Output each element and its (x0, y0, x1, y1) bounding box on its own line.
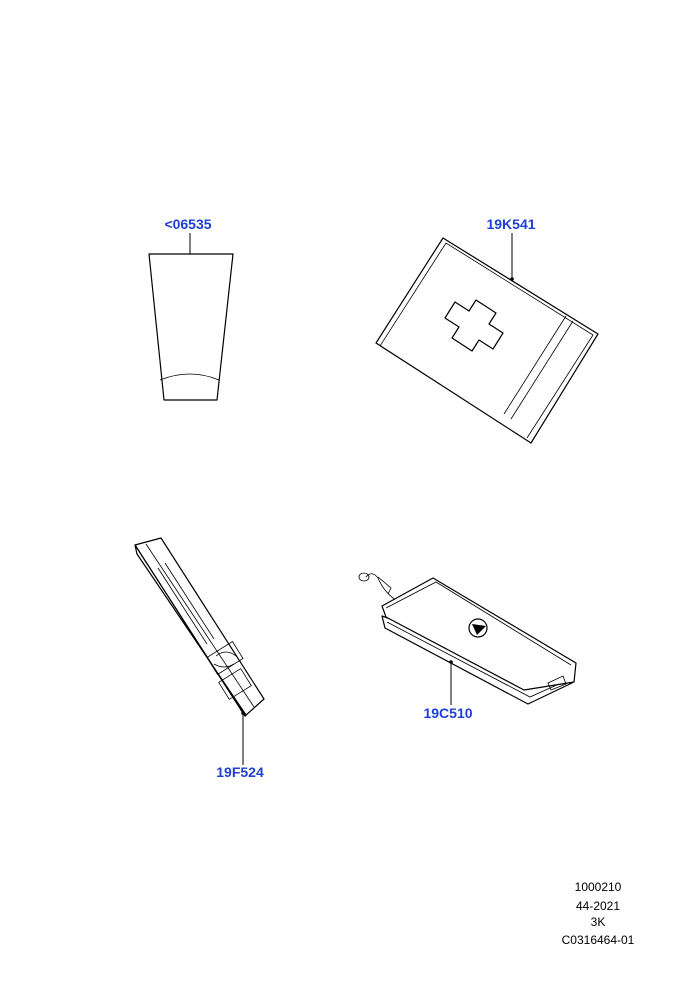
warning-light-part: 19F524 (134, 537, 265, 780)
warning-light-switch-detail (213, 651, 237, 668)
warning-triangle-part-number[interactable]: 19C510 (423, 705, 472, 721)
tube-body (148, 253, 234, 401)
reference-line-3: 3K (591, 915, 606, 929)
tube-part: <06535 (148, 216, 234, 401)
reference-line-2: 44-2021 (576, 899, 620, 913)
warning-light-side (134, 544, 247, 717)
warning-triangle-leader-dot (449, 660, 453, 664)
warning-light-edge-line (145, 543, 255, 708)
first-aid-cross-icon (444, 299, 504, 352)
first-aid-kit-part: 19K541 (375, 216, 599, 444)
warning-triangle-emblem-icon (472, 624, 486, 635)
first-aid-kit-band-line-1 (503, 315, 567, 415)
warning-light-part-number[interactable]: 19F524 (216, 764, 264, 780)
warning-light-switch (206, 641, 244, 675)
warning-triangle-part: 19C510 (358, 572, 577, 721)
reference-block: 1000210 44-2021 3K C0316464-01 (562, 880, 635, 947)
warning-triangle-strap-clip (377, 576, 392, 595)
warning-light-lens-line-1 (157, 567, 208, 645)
reference-line-1: 1000210 (575, 880, 622, 894)
warning-light-leader-dot (241, 711, 245, 715)
warning-triangle-pouch-flap (385, 581, 572, 666)
tube-part-number[interactable]: <06535 (164, 216, 211, 232)
warning-triangle-strap (365, 573, 399, 602)
warning-light-lens-line-2 (164, 562, 215, 640)
warning-triangle-strap-ring (358, 572, 370, 582)
tube-cap-edge (159, 373, 220, 381)
warning-light-battery-cover (218, 668, 252, 700)
first-aid-kit-part-number[interactable]: 19K541 (486, 216, 535, 232)
first-aid-kit-inner-edge (379, 242, 594, 439)
warning-triangle-pouch-tab (547, 675, 567, 691)
first-aid-kit-band-line-2 (510, 320, 574, 420)
reference-line-4: C0316464-01 (562, 933, 635, 947)
